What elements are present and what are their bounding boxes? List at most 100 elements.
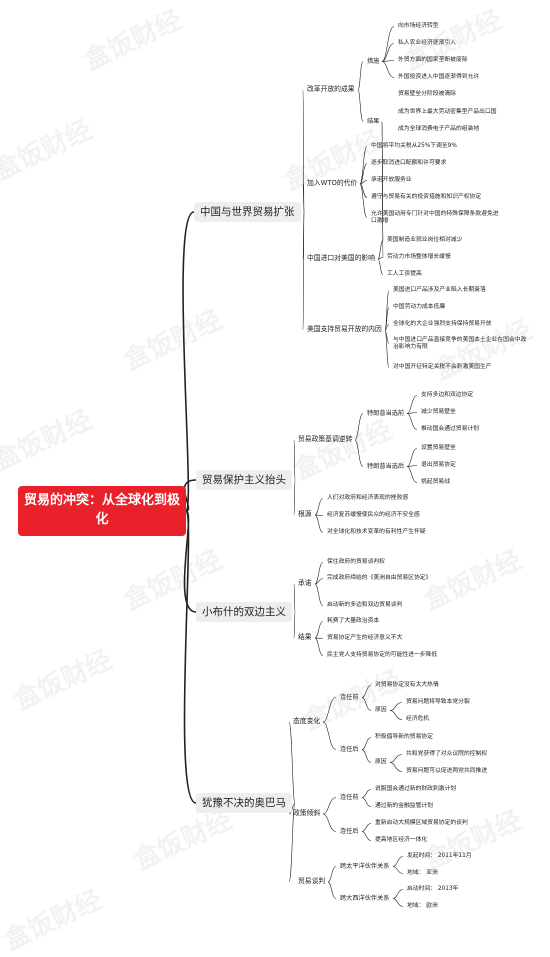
bracket-line — [327, 881, 337, 899]
leaf-item[interactable]: 外贸方面的国家垄断被废除 — [398, 57, 468, 63]
leaf-item[interactable]: 美国进口产品涉及产业陷入长期衰落 — [393, 287, 486, 293]
topic-policy-reversal[interactable]: 贸易政策基调逆转 — [298, 435, 353, 443]
leaf-item[interactable]: 减少贸易壁垒 — [421, 409, 456, 415]
leaf-item[interactable]: 说服国会通过新的财政刺激计划 — [375, 786, 457, 792]
bracket-line — [389, 754, 403, 763]
bracket-line — [377, 258, 384, 275]
leaf-item[interactable]: 耗费了大量政治资本 — [327, 618, 380, 624]
topic-after-reelection[interactable]: 连任后 — [340, 746, 359, 753]
leaf-item[interactable]: 经济复苏缓慢使民众的经济不安全感 — [327, 512, 420, 518]
bracket-line — [314, 514, 324, 533]
leaf-item[interactable]: 贸易协定产生的经济意义不大 — [327, 635, 403, 641]
topic-trade-negotiations[interactable]: 贸易谈判 — [298, 877, 326, 885]
bracket-line — [322, 721, 337, 750]
leaf-item[interactable]: 成为全球消费电子产品的组装地 — [398, 126, 480, 132]
bracket-line — [357, 61, 364, 91]
leaf-item[interactable]: 地域： 亚洲 — [407, 870, 438, 876]
leaf-item[interactable]: 启动时间： 2013年 — [407, 886, 459, 892]
topic-before-trump[interactable]: 特朗普当选前 — [367, 410, 405, 417]
bracket-line — [293, 479, 296, 516]
bracket-line — [302, 211, 305, 331]
leaf-item[interactable]: 共和党获得了对众议院的控制权 — [406, 751, 488, 757]
leaf-item[interactable]: 支持多边和双边协定 — [421, 392, 474, 398]
topic-before-reelection[interactable]: 连任前 — [340, 794, 359, 801]
branch-curve — [182, 211, 195, 512]
leaf-item[interactable]: 设置贸易壁垒 — [421, 445, 456, 451]
leaf-item[interactable]: 挑起贸易战 — [421, 479, 450, 485]
bracket-line — [361, 789, 372, 798]
leaf-item[interactable]: 外国投资进入中国逐渐得到允许 — [398, 74, 480, 80]
bracket-line — [314, 562, 324, 585]
leaf-item[interactable]: 中国将平均关税从25%下调至9% — [371, 143, 457, 149]
bracket-line — [384, 329, 390, 368]
topic-commitment[interactable]: 承诺 — [298, 579, 312, 587]
topic-wto-cost[interactable]: 加入WTO的代价 — [307, 179, 358, 187]
leaf-item[interactable]: 工人工资提高 — [387, 271, 422, 277]
topic-reason[interactable]: 原因 — [375, 707, 387, 713]
topic-outcome[interactable]: 结果 — [298, 633, 312, 641]
topic-roots[interactable]: 根源 — [298, 510, 312, 518]
leaf-item[interactable]: 贸易问题将导致本党分裂 — [406, 699, 470, 705]
leaf-item[interactable]: 成为世界上最大劳动密集型产品出口国 — [398, 109, 497, 115]
leaf-item[interactable]: 完成政府缔结的《美洲自由贸易区协定》 — [327, 575, 432, 581]
topic-reason[interactable]: 原因 — [375, 759, 387, 765]
bracket-line — [293, 439, 296, 481]
branch-protectionism[interactable]: 贸易保护主义抬头 — [196, 470, 292, 491]
bracket-line — [293, 611, 296, 639]
leaf-item[interactable]: 经济危机 — [406, 716, 430, 722]
leaf-item[interactable]: 对中国开征特定关税不会刺激美国生产 — [393, 364, 492, 370]
leaf-item[interactable]: 允许美国动用专门针对中国的特殊保障条款避免进口激增 — [371, 211, 499, 224]
topic-import-impact[interactable]: 中国进口对美国的影响 — [307, 254, 375, 262]
leaf-item[interactable]: 重新启动大规模区域贸易协定的谈判 — [375, 820, 468, 826]
leaf-item[interactable]: 发起时间： 2011年11月 — [407, 853, 472, 859]
leaf-item[interactable]: 向市场经济转型 — [398, 23, 439, 29]
bracket-line — [359, 180, 368, 185]
topic-us-internal-causes[interactable]: 美国支持贸易开放的内因 — [307, 325, 382, 333]
leaf-item[interactable]: 民主党人支持贸易协定的可能性进一步降低 — [327, 652, 438, 658]
leaf-item[interactable]: 对贸易协定没有太大热情 — [375, 682, 439, 688]
leaf-item[interactable]: 对全球化和技术变革的有利性产生怀疑 — [327, 529, 426, 535]
bracket-line — [406, 465, 418, 467]
leaf-item[interactable]: 保住政府的贸易谈判权 — [327, 559, 385, 565]
topic-results[interactable]: 结果 — [367, 118, 380, 125]
bracket-line — [361, 685, 372, 698]
bracket-line — [392, 866, 404, 874]
topic-after-reelection[interactable]: 连任后 — [340, 828, 359, 835]
topic-tpp[interactable]: 跨太平洋伙伴关系 — [340, 863, 390, 870]
leaf-item[interactable]: 中国劳动力成本低廉 — [393, 304, 446, 310]
topic-policy-tilt[interactable]: 政策倾斜 — [293, 809, 321, 817]
topic-before-reelection[interactable]: 连任前 — [340, 694, 359, 701]
leaf-item[interactable]: 私人农业经济逐渐引入 — [398, 40, 456, 46]
leaf-item[interactable]: 推动国会通过贸易计划 — [421, 426, 479, 432]
leaf-item[interactable]: 遵守与贸易有关的投资措施和知识产权协定 — [371, 194, 482, 200]
leaf-item[interactable]: 逐步取消进口配额和许可要求 — [371, 160, 447, 166]
bracket-line — [314, 578, 324, 585]
leaf-item[interactable]: 劳动力市场整体增长缓慢 — [387, 254, 451, 260]
branch-obama[interactable]: 犹豫不决的奥巴马 — [196, 793, 292, 814]
topic-after-trump[interactable]: 特朗普当选后 — [367, 463, 405, 470]
leaf-item[interactable]: 美国制造业就业岗位相对减少 — [387, 237, 463, 243]
leaf-item[interactable]: 退出贸易协定 — [421, 462, 456, 468]
leaf-item[interactable]: 与中国进口产品直接竞争的美国本土企业在国会中政治影响力有限 — [393, 337, 527, 350]
leaf-item[interactable]: 通过新的金融监管计划 — [375, 803, 433, 809]
branch-china-trade[interactable]: 中国与世界贸易扩张 — [194, 202, 301, 223]
leaf-item[interactable]: 贸易问题可以促进两党共同推进 — [406, 768, 488, 774]
branch-curve — [183, 479, 197, 512]
leaf-item[interactable]: 全球化的大企业强烈支持保持贸易开放 — [393, 321, 492, 327]
leaf-item[interactable]: 启动新的多边和双边贸易谈判 — [327, 602, 403, 608]
bracket-line — [406, 413, 418, 430]
bracket-line — [359, 163, 368, 185]
topic-reform-results[interactable]: 改革开放的成果 — [307, 85, 355, 93]
topic-attitude-change[interactable]: 态度变化 — [293, 717, 321, 725]
leaf-item[interactable]: 人们对政府和经济表现的挫败感 — [327, 495, 409, 501]
topic-ttip[interactable]: 跨大西洋伙伴关系 — [340, 895, 390, 902]
branch-bush[interactable]: 小布什的双边主义 — [196, 602, 292, 623]
leaf-item[interactable]: 提高地区经济一体化 — [375, 837, 428, 843]
leaf-item[interactable]: 地域： 欧洲 — [407, 903, 438, 909]
bracket-line — [322, 697, 337, 723]
root-topic[interactable]: 贸易的冲突：从全球化到极化 — [18, 486, 186, 536]
leaf-item[interactable]: 贸易壁垒分阶段被清除 — [398, 91, 456, 97]
leaf-item[interactable]: 承诺开放服务业 — [371, 177, 412, 183]
leaf-item[interactable]: 积极倡导新的贸易协定 — [375, 734, 433, 740]
topic-measures[interactable]: 措施 — [367, 58, 380, 65]
